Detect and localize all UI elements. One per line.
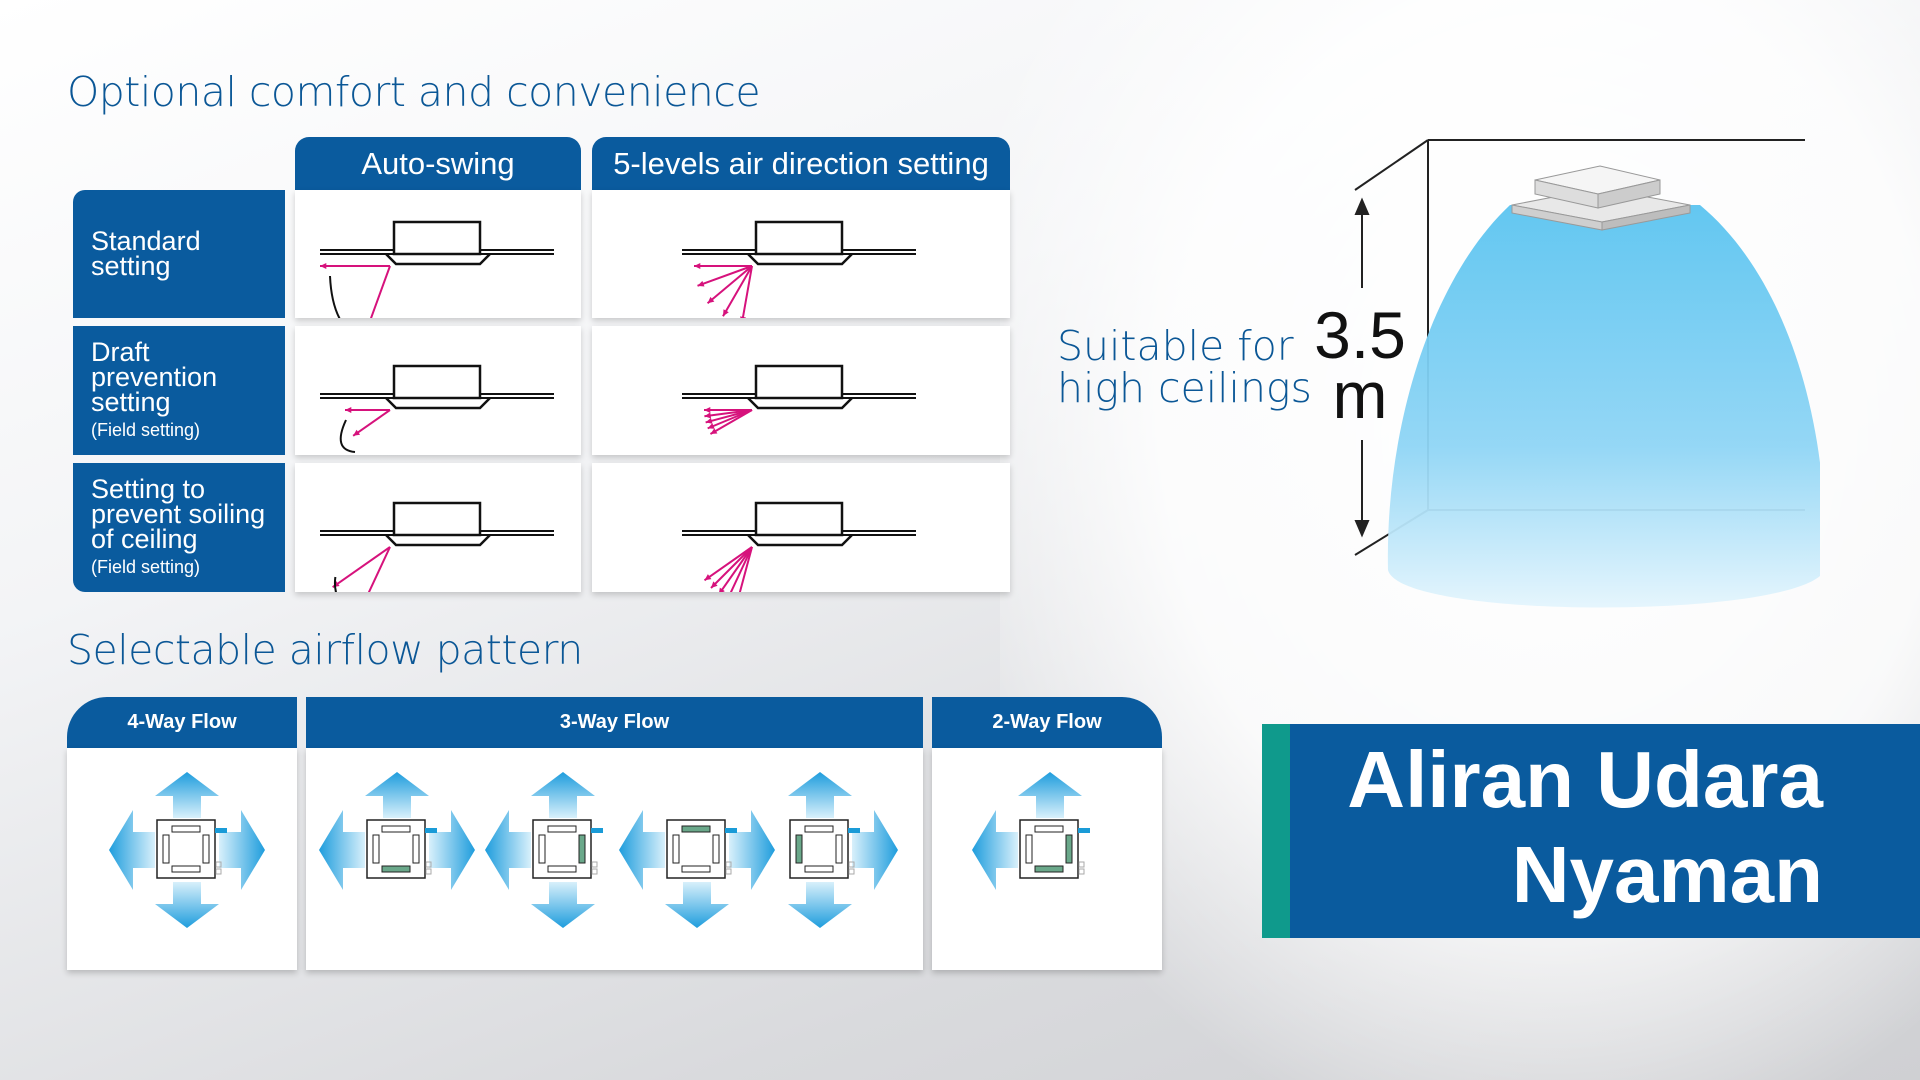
ceiling-caption: Suitable for high ceilings: [1057, 322, 1312, 412]
airflow-arrow-down-icon: [788, 882, 852, 928]
diagram-cell-r3-c1: [295, 463, 581, 592]
flow-header-4-way: 4-Way Flow: [67, 697, 297, 748]
row-label: Setting to prevent soiling of ceiling: [91, 474, 266, 554]
row-header-draft-prevention: Draft prevention setting (Field setting): [73, 326, 285, 455]
airflow-arrow-right-icon: [219, 810, 265, 890]
air-direction-diagram: [320, 501, 554, 592]
airflow-arrow-up-icon: [365, 772, 429, 818]
airflow-arrow-down-icon: [155, 882, 219, 928]
airflow-title: Selectable airflow pattern: [67, 626, 583, 674]
airflow-pattern-unit: [619, 810, 775, 928]
airflow-arrow-right-icon: [729, 810, 775, 890]
airflow-pattern-unit: [972, 772, 1090, 890]
diagram-cell-r2-c2: [592, 326, 1010, 455]
airflow-arrow-left-icon: [109, 810, 155, 890]
airflow-pattern-unit: [319, 772, 475, 890]
title-banner: Aliran Udara Nyaman: [1262, 724, 1920, 938]
airflow-pattern-unit: [109, 772, 265, 928]
diagram-cell-r1-c2: [592, 190, 1010, 318]
height-value: 3.5: [1314, 298, 1406, 372]
column-header-5-levels: 5-levels air direction setting: [592, 137, 1010, 190]
airflow-dome: [1387, 205, 1820, 608]
air-direction-diagram: [682, 501, 916, 592]
banner-line-2: Nyaman: [1511, 830, 1823, 919]
diagram-cell-r3-c2: [592, 463, 1010, 592]
airflow-arrow-left-icon: [319, 810, 365, 890]
airflow-arrow-up-icon: [788, 772, 852, 818]
airflow-pattern-unit: [788, 772, 898, 928]
high-ceiling-room-illustration: [1354, 139, 1820, 608]
column-header-auto-swing: Auto-swing: [295, 137, 581, 190]
row-header-prevent-soiling: Setting to prevent soiling of ceiling (F…: [73, 463, 285, 592]
airflow-arrow-up-icon: [155, 772, 219, 818]
cassette-unit-icon: [1511, 165, 1691, 231]
diagram-cell-r2-c1: [295, 326, 581, 455]
flow-header-3-way: 3-Way Flow: [306, 697, 923, 748]
airflow-arrow-down-icon: [665, 882, 729, 928]
banner-line-1: Aliran Udara: [1347, 735, 1823, 824]
banner-accent-bar: [1262, 724, 1290, 938]
airflow-pattern-unit: [485, 772, 603, 928]
row-header-standard: Standard setting: [73, 190, 285, 318]
airflow-arrow-left-icon: [972, 810, 1018, 890]
comfort-title: Optional comfort and convenience: [67, 68, 761, 116]
row-label: Standard setting: [91, 226, 201, 281]
flow-header-2-way: 2-Way Flow: [932, 697, 1162, 748]
height-arrow-icon: [1354, 197, 1370, 538]
diagram-cell-r1-c1: [295, 190, 581, 318]
air-direction-diagram: [682, 220, 916, 318]
air-direction-diagram: [320, 364, 554, 453]
airflow-arrow-up-icon: [531, 772, 595, 818]
airflow-arrow-up-icon: [1018, 772, 1082, 818]
airflow-arrow-right-icon: [852, 810, 898, 890]
air-direction-diagram: [682, 364, 916, 435]
airflow-arrow-left-icon: [485, 810, 531, 890]
airflow-arrow-right-icon: [429, 810, 475, 890]
ceiling-height: 3.5 m: [1310, 298, 1410, 432]
airflow-arrow-down-icon: [531, 882, 595, 928]
air-direction-diagram: [320, 220, 554, 318]
airflow-arrow-left-icon: [619, 810, 665, 890]
row-label: Draft prevention setting: [91, 337, 218, 417]
height-unit: m: [1332, 358, 1388, 432]
row-sublabel: (Field setting): [91, 420, 201, 440]
row-sublabel: (Field setting): [91, 557, 201, 577]
